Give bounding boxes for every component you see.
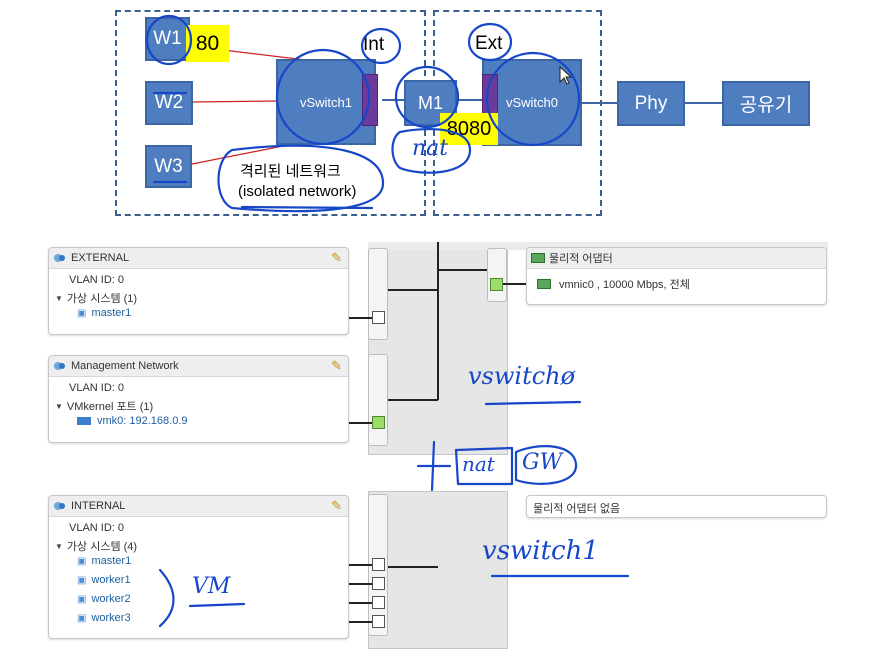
internal-port-3 — [372, 596, 385, 609]
vswitch0-port — [482, 74, 498, 116]
nat-note-top: nat — [412, 136, 449, 161]
vm-icon: ▣ — [77, 555, 87, 567]
vm-group-toggle[interactable]: ▼가상 시스템 (1) — [55, 290, 137, 306]
edit-pencil-icon[interactable]: ✎ — [331, 498, 342, 513]
no-physical-adapter-label: 물리적 어댑터 없음 — [533, 503, 621, 515]
expand-triangle-icon[interactable]: ▼ — [55, 293, 63, 303]
vm-item[interactable]: ▣worker1 — [77, 574, 131, 586]
vmkernel-group-toggle[interactable]: ▼VMkernel 포트 (1) — [55, 398, 153, 414]
vm-icon: ▣ — [77, 574, 87, 586]
vm-group-label: 가상 시스템 (4) — [66, 541, 138, 553]
no-physical-adapter-card: 물리적 어댑터 없음 — [526, 495, 827, 518]
vswitch1-port — [362, 74, 378, 126]
node-w2: W2 — [145, 81, 193, 125]
internal-port-4 — [372, 615, 385, 628]
gw-handwriting: GW — [522, 450, 563, 475]
node-w1: W1 — [145, 17, 190, 61]
portgroup-name: EXTERNAL — [71, 252, 130, 264]
vm-item[interactable]: ▣worker2 — [77, 593, 131, 605]
physical-nic-item[interactable]: vmnic0 , 10000 Mbps, 전체 — [537, 276, 690, 292]
portgroup-internal-card[interactable]: INTERNAL ✎ VLAN ID: 0 ▼가상 시스템 (4) ▣maste… — [48, 495, 349, 639]
port-80-label: 80 — [186, 25, 229, 62]
portgroup-name: INTERNAL — [71, 500, 126, 512]
node-phy: Phy — [617, 81, 685, 126]
physical-adapter-title: 물리적 어댑터 — [549, 253, 613, 265]
ext-label: Ext — [475, 33, 503, 54]
network-icon — [54, 254, 65, 262]
vmkernel-group-label: VMkernel 포트 (1) — [66, 401, 154, 413]
expand-triangle-icon[interactable]: ▼ — [55, 401, 63, 411]
network-icon — [54, 362, 65, 370]
vlan-id: VLAN ID: 0 — [69, 382, 125, 394]
vswitch1-region — [368, 491, 508, 649]
nat-handwriting: nat — [462, 452, 495, 476]
vswitch0-top-strip — [368, 242, 828, 250]
edit-pencil-icon[interactable]: ✎ — [331, 250, 342, 265]
portgroup-external-header: EXTERNAL ✎ — [49, 248, 348, 269]
tab-notch-uplink — [487, 248, 507, 302]
nic-card-icon — [537, 279, 551, 289]
vm-handwriting: VM — [192, 574, 231, 599]
vm-icon: ▣ — [77, 593, 87, 605]
portgroup-external-card[interactable]: EXTERNAL ✎ VLAN ID: 0 ▼가상 시스템 (1) ▣maste… — [48, 247, 349, 335]
vm-group-toggle[interactable]: ▼가상 시스템 (4) — [55, 538, 137, 554]
isolated-network-en: (isolated network) — [238, 183, 357, 200]
uplink-port — [490, 278, 503, 291]
internal-port-1 — [372, 558, 385, 571]
node-vswitch1: vSwitch1 — [276, 59, 376, 145]
network-icon — [54, 502, 65, 510]
external-port — [372, 311, 385, 324]
physical-adapter-card[interactable]: 물리적 어댑터 vmnic0 , 10000 Mbps, 전체 — [526, 247, 827, 305]
vmkernel-item[interactable]: vmk0: 192.168.0.9 — [77, 415, 188, 427]
physical-adapter-header: 물리적 어댑터 — [527, 248, 826, 269]
tab-notch-management — [368, 354, 388, 446]
node-w3: W3 — [145, 145, 192, 188]
internal-port-2 — [372, 577, 385, 590]
int-label: Int — [363, 34, 385, 55]
vm-item[interactable]: ▣master1 — [77, 307, 132, 319]
tab-notch-external — [368, 248, 388, 340]
portgroup-internal-header: INTERNAL ✎ — [49, 496, 348, 517]
isolated-network-ko: 격리된 네트워크 — [240, 163, 341, 180]
vm-item[interactable]: ▣master1 — [77, 555, 132, 567]
portgroup-name: Management Network — [71, 360, 179, 372]
portgroup-management-header: Management Network ✎ — [49, 356, 348, 377]
vm-group-label: 가상 시스템 (1) — [66, 293, 138, 305]
expand-triangle-icon[interactable]: ▼ — [55, 541, 63, 551]
vm-item[interactable]: ▣worker3 — [77, 612, 131, 624]
portgroup-management-card[interactable]: Management Network ✎ VLAN ID: 0 ▼VMkerne… — [48, 355, 349, 443]
vmkernel-nic-icon — [77, 417, 91, 425]
edit-pencil-icon[interactable]: ✎ — [331, 358, 342, 373]
nic-card-icon — [531, 253, 545, 263]
vm-icon: ▣ — [77, 307, 87, 319]
node-router: 공유기 — [722, 81, 810, 126]
vm-icon: ▣ — [77, 612, 87, 624]
vswitch0-handwriting: vswitchø — [468, 362, 576, 390]
vswitch1-handwriting: vswitch1 — [482, 536, 599, 566]
vlan-id: VLAN ID: 0 — [69, 274, 125, 286]
management-port — [372, 416, 385, 429]
vlan-id: VLAN ID: 0 — [69, 522, 125, 534]
port-8080-label: 8080 — [440, 113, 498, 145]
